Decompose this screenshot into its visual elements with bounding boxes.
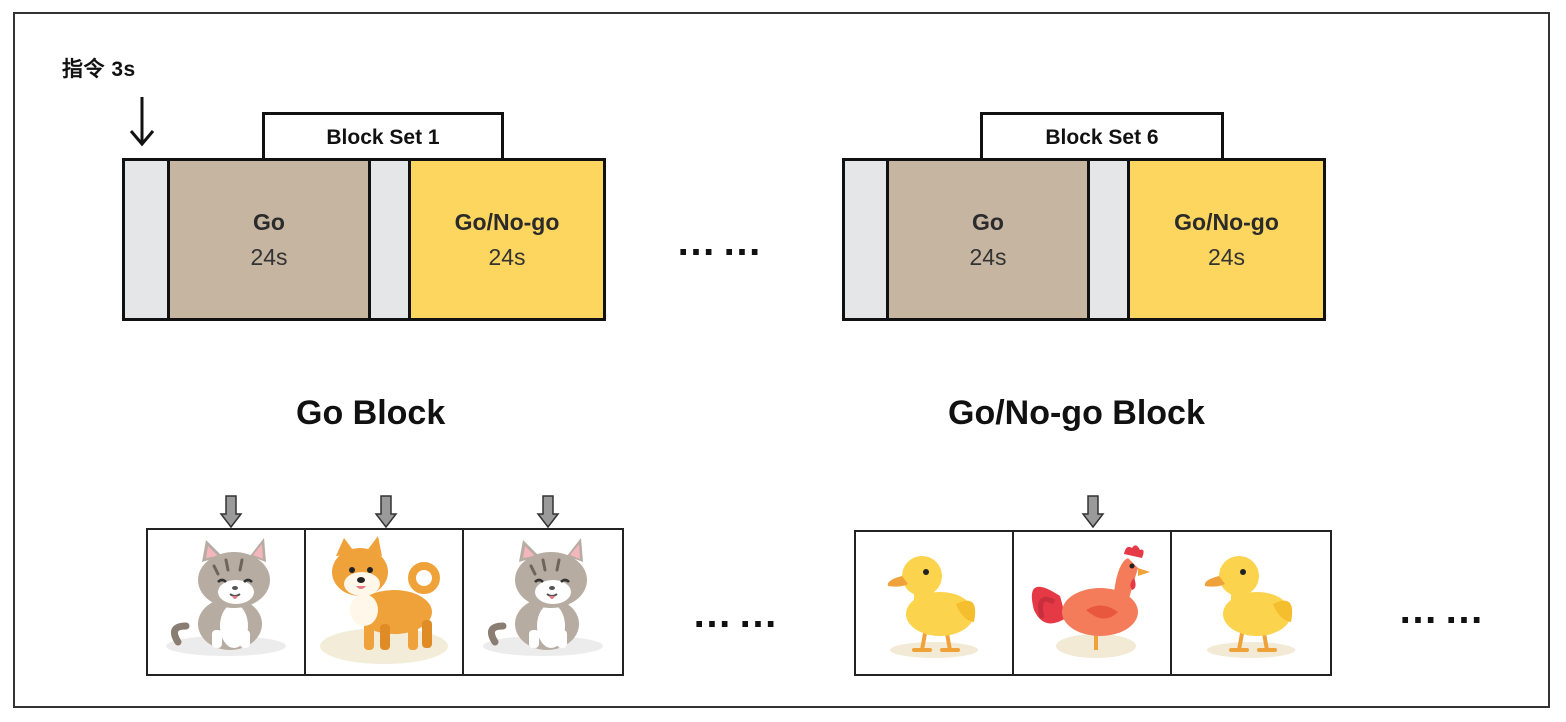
stimulus-card-rooster <box>1012 530 1172 676</box>
rest-segment <box>125 161 167 318</box>
go-segment: Go 24s <box>167 161 368 318</box>
gonogo-segment-label: Go/No-go <box>454 208 560 235</box>
diagram-frame <box>13 12 1550 708</box>
block-set-1-title: Block Set 1 <box>262 112 504 160</box>
response-arrow-icon <box>1081 495 1105 529</box>
ellipsis-top: …… <box>676 220 768 264</box>
gonogo-segment: Go/No-go 24s <box>408 161 603 318</box>
go-segment-label: Go <box>253 208 285 235</box>
gonogo-segment: Go/No-go 24s <box>1127 161 1323 318</box>
stimulus-card-dog <box>304 528 464 676</box>
rest-segment <box>368 161 408 318</box>
stimulus-card-duck <box>854 530 1014 676</box>
stimulus-card-cat <box>462 528 624 676</box>
stimulus-card-cat <box>146 528 306 676</box>
ellipsis-go-block: …… <box>692 592 784 636</box>
stimulus-card-duck <box>1170 530 1332 676</box>
go-segment-label: Go <box>972 208 1004 235</box>
cat-icon <box>483 538 603 656</box>
gonogo-segment-duration: 24s <box>1207 243 1246 270</box>
rooster-icon <box>1031 545 1150 658</box>
ellipsis-gonogo-block: …… <box>1398 588 1490 632</box>
gonogo-segment-duration: 24s <box>488 243 526 270</box>
go-block-title: Go Block <box>296 394 446 432</box>
rest-segment <box>1087 161 1127 318</box>
gonogo-block-title: Go/No-go Block <box>948 394 1205 432</box>
instruction-label: 指令 3s <box>62 58 136 81</box>
cat-icon <box>166 538 286 656</box>
block-set-6-timeline: Go 24s Go/No-go 24s <box>842 158 1326 321</box>
dog-icon <box>320 536 448 664</box>
go-segment: Go 24s <box>886 161 1087 318</box>
response-arrow-icon <box>536 495 560 529</box>
go-segment-duration: 24s <box>969 243 1007 270</box>
response-arrow-icon <box>374 495 398 529</box>
block-set-1-timeline: Go 24s Go/No-go 24s <box>122 158 606 321</box>
gonogo-segment-label: Go/No-go <box>1174 208 1279 235</box>
down-arrow-icon <box>129 97 155 147</box>
response-arrow-icon <box>219 495 243 529</box>
rest-segment <box>845 161 886 318</box>
block-set-6-title: Block Set 6 <box>980 112 1224 160</box>
duck-icon <box>887 556 978 658</box>
duck-icon <box>1204 556 1295 658</box>
go-segment-duration: 24s <box>250 243 288 270</box>
